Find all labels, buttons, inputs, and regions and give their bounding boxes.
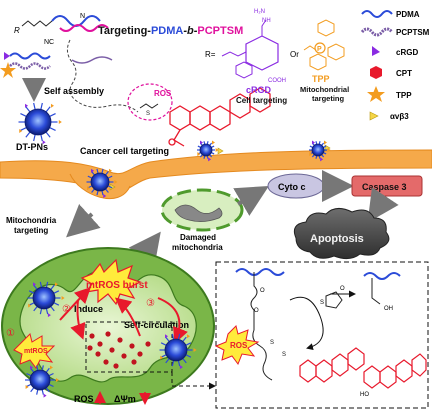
polymer-n-label: N bbox=[80, 13, 85, 20]
legend: PDMA PCPTSM cRGD CPT TPP αvβ3 bbox=[360, 10, 430, 121]
tpp-caption-2: targeting bbox=[312, 94, 345, 103]
ros-label: ROS bbox=[154, 89, 172, 98]
apoptosis-label: Apoptosis bbox=[310, 233, 364, 245]
dt-pn-nanoparticle bbox=[18, 102, 62, 145]
svg-text:S: S bbox=[282, 352, 286, 358]
cpt-structure bbox=[168, 87, 271, 147]
pdma-legend-icon bbox=[361, 10, 393, 18]
integrin-legend-icon bbox=[369, 111, 379, 121]
to-apoptosis-arrow bbox=[367, 187, 399, 223]
mito-nanoparticle bbox=[27, 281, 65, 318]
mito-nanoparticle bbox=[25, 365, 59, 398]
mito-targeting-label-1: Mitochondria bbox=[6, 216, 57, 225]
svg-text:O: O bbox=[260, 288, 265, 294]
mito-targeting-label-2: targeting bbox=[14, 226, 48, 235]
zoom-region bbox=[85, 321, 173, 373]
cell-targeting-caption: Cell targeting bbox=[236, 96, 287, 105]
self-circulation-label: Self-circulation bbox=[124, 320, 189, 330]
extracellular-nanoparticle bbox=[197, 140, 219, 162]
inset-connector bbox=[171, 372, 216, 390]
tpp-label: TPP bbox=[312, 74, 330, 84]
self-assembly-label: Self assembly bbox=[44, 86, 104, 96]
step1-label: ① bbox=[6, 328, 15, 339]
damaged-label-2: mitochondria bbox=[172, 243, 223, 252]
inset-ros-label: ROS bbox=[230, 341, 248, 350]
tpp-caption-1: Mitochondrial bbox=[300, 85, 349, 94]
membrane-nanoparticle bbox=[86, 168, 118, 199]
step3-label: ③ bbox=[146, 298, 155, 309]
legend-cpt: CPT bbox=[396, 69, 412, 78]
ros-up-label: ROS bbox=[74, 394, 94, 404]
polymer-r-label: R bbox=[14, 26, 20, 35]
tpp-legend-icon bbox=[367, 86, 385, 102]
crgd-label: cRGD bbox=[246, 85, 272, 95]
inset-ho-label: HO bbox=[360, 392, 369, 398]
to-cytoc-arrow bbox=[233, 185, 269, 216]
polymer-nc-label: NC bbox=[44, 39, 54, 46]
mtros-label: mtROS bbox=[24, 348, 48, 355]
damaged-label-1: Damaged bbox=[180, 233, 216, 242]
dt-pns-label: DT-PNs bbox=[16, 142, 48, 152]
mechanism-inset bbox=[215, 261, 429, 409]
polymer-structure: R NC N Targeting-PDMA-b-PCPTSM ROS S bbox=[14, 13, 271, 147]
svg-text:S: S bbox=[146, 111, 150, 117]
damaged-mitochondria bbox=[160, 188, 244, 232]
delta-psi-label: ΔΨm bbox=[114, 394, 136, 404]
r-equals: R= bbox=[205, 50, 216, 59]
legend-integrin: αvβ3 bbox=[390, 112, 409, 121]
mtros-burst-label: mtROS burst bbox=[86, 280, 148, 291]
extracellular-nanoparticle bbox=[309, 140, 331, 162]
svg-text:S: S bbox=[270, 340, 274, 346]
pcptsm-legend-icon bbox=[360, 27, 394, 37]
h2n-label: H₂N bbox=[254, 9, 265, 15]
cooh-label: COOH bbox=[268, 78, 286, 84]
svg-text:O: O bbox=[254, 308, 259, 314]
cpt-legend-icon bbox=[370, 66, 382, 79]
legend-pdma: PDMA bbox=[396, 10, 420, 19]
inset-o-label: O bbox=[340, 286, 345, 292]
cancer-cell-targeting-label: Cancer cell targeting bbox=[80, 146, 169, 156]
caspase-label: Caspase 3 bbox=[362, 182, 407, 192]
or-label: Or bbox=[290, 50, 299, 59]
legend-pcptsm: PCPTSM bbox=[396, 28, 430, 37]
inset-oh-label: OH bbox=[384, 306, 393, 312]
inset-contents: O O S S ROS OH S O HO bbox=[214, 268, 427, 398]
r-definition: R= H₂N NH COOH cRGD Cell targeting Or P … bbox=[205, 9, 349, 105]
legend-crgd: cRGD bbox=[396, 48, 418, 57]
legend-tpp: TPP bbox=[396, 91, 412, 100]
apoptosis-cloud bbox=[293, 208, 390, 260]
chains-left bbox=[0, 52, 51, 78]
mito-nanoparticle bbox=[159, 333, 197, 370]
cyto-c-label: Cyto c bbox=[278, 182, 306, 192]
nh-label: NH bbox=[262, 18, 271, 24]
crgd-legend-icon bbox=[372, 46, 380, 56]
svg-text:P: P bbox=[317, 46, 322, 53]
step2-label: ② bbox=[62, 304, 71, 315]
induce-label: Induce bbox=[74, 304, 103, 314]
inset-s-label: S bbox=[320, 300, 324, 306]
title: Targeting-PDMA-b-PCPTSM bbox=[98, 25, 243, 37]
mito-targeting-arrow bbox=[66, 204, 101, 238]
ros-dots bbox=[87, 331, 151, 369]
mtros-small-shape bbox=[13, 333, 56, 369]
